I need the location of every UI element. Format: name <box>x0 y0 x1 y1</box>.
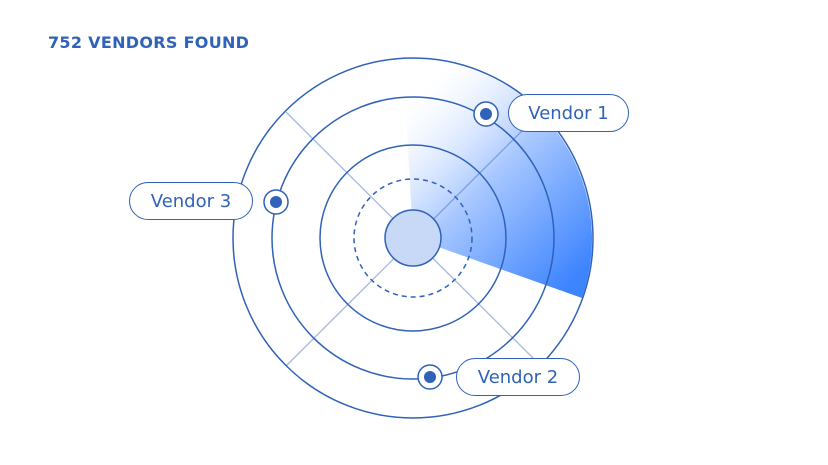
radar-ring-dashed <box>353 178 473 298</box>
radar-center <box>384 209 442 267</box>
vendor-1-label[interactable]: Vendor 1 <box>508 94 629 132</box>
vendors-found-count: 752 VENDORS FOUND <box>48 33 250 52</box>
vendor-1-marker[interactable] <box>473 101 499 127</box>
vendor-3-marker[interactable] <box>263 189 289 215</box>
radar-ring-middle <box>271 96 555 380</box>
radar-ring-outer <box>232 57 594 419</box>
vendor-3-label[interactable]: Vendor 3 <box>129 182 253 220</box>
vendor-2-label[interactable]: Vendor 2 <box>456 358 580 396</box>
radar-ring-inner <box>319 144 507 332</box>
vendor-2-marker[interactable] <box>417 364 443 390</box>
